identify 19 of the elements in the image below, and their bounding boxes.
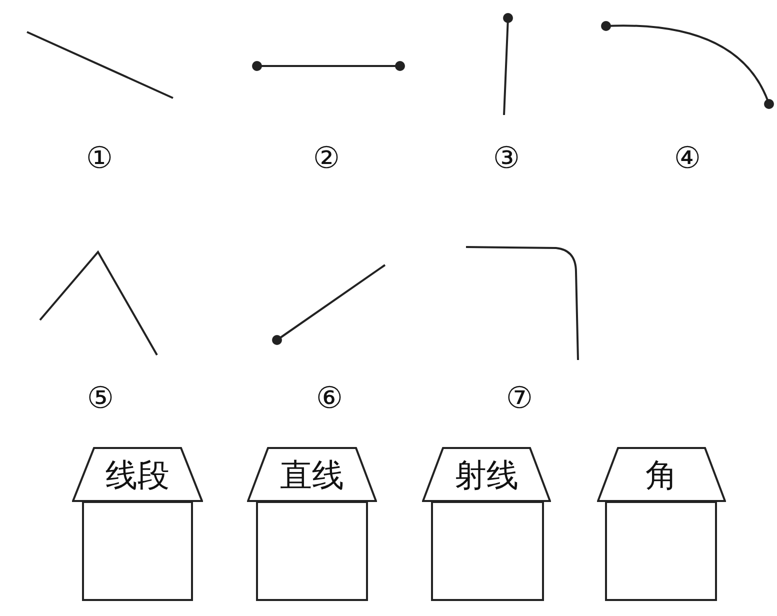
- house-roof: [597, 447, 726, 502]
- house-roof: [247, 447, 377, 502]
- house-body: [82, 501, 193, 601]
- category-label: 线段: [104, 455, 170, 495]
- category-label: 角: [644, 455, 678, 495]
- house-roof: [422, 447, 551, 502]
- house-body: [605, 501, 717, 601]
- figure-number: ②: [313, 142, 340, 176]
- house-body: [431, 501, 544, 601]
- category-label: 直线: [279, 455, 345, 495]
- category-label: 射线: [454, 455, 520, 495]
- figure-number: ①: [86, 142, 113, 176]
- figure-number: ③: [493, 142, 520, 176]
- figure-number: ⑥: [316, 382, 343, 416]
- house-body: [256, 501, 368, 601]
- figure-number: ④: [674, 142, 701, 176]
- figure-number: ⑤: [87, 382, 114, 416]
- figure-number: ⑦: [506, 382, 533, 416]
- house-roof: [72, 447, 203, 502]
